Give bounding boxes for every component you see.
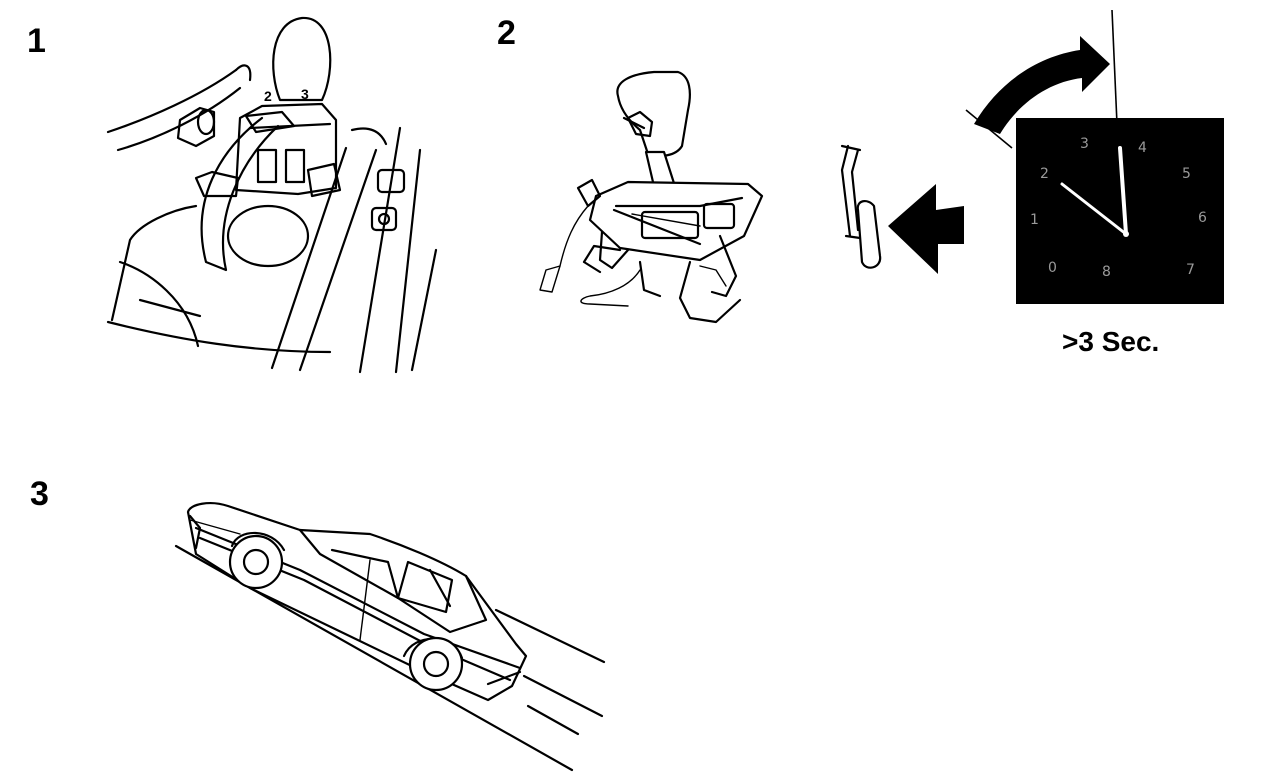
- dial-number: 1: [1030, 212, 1039, 228]
- dial-number: 2: [1040, 166, 1049, 182]
- dial-number: 8: [1102, 264, 1111, 280]
- dial-number: 5: [1182, 166, 1191, 182]
- brake-pedal-illustration: [840, 144, 882, 269]
- timer-dial-icon: 3 4 2 5 1 6 0 8 7: [965, 9, 1224, 304]
- dial-number: 3: [1080, 136, 1089, 152]
- selector-label-3: 3: [301, 86, 309, 102]
- dial-number: 7: [1186, 262, 1195, 278]
- step-1-number: 1: [27, 22, 46, 60]
- dial-number: 0: [1048, 260, 1057, 276]
- shifter-assembly-illustration: [539, 70, 764, 324]
- step-3-number: 3: [30, 475, 49, 513]
- timer-duration-label: >3 Sec.: [1062, 326, 1160, 357]
- gear-selector-closeup-illustration: 2 3: [106, 16, 438, 374]
- step-2-number: 2: [497, 14, 516, 52]
- press-arrow-icon: [888, 184, 964, 274]
- selector-label-2: 2: [264, 88, 272, 104]
- car-uphill-illustration: [174, 502, 606, 772]
- dial-number: 4: [1138, 140, 1147, 156]
- dial-number: 6: [1198, 210, 1207, 226]
